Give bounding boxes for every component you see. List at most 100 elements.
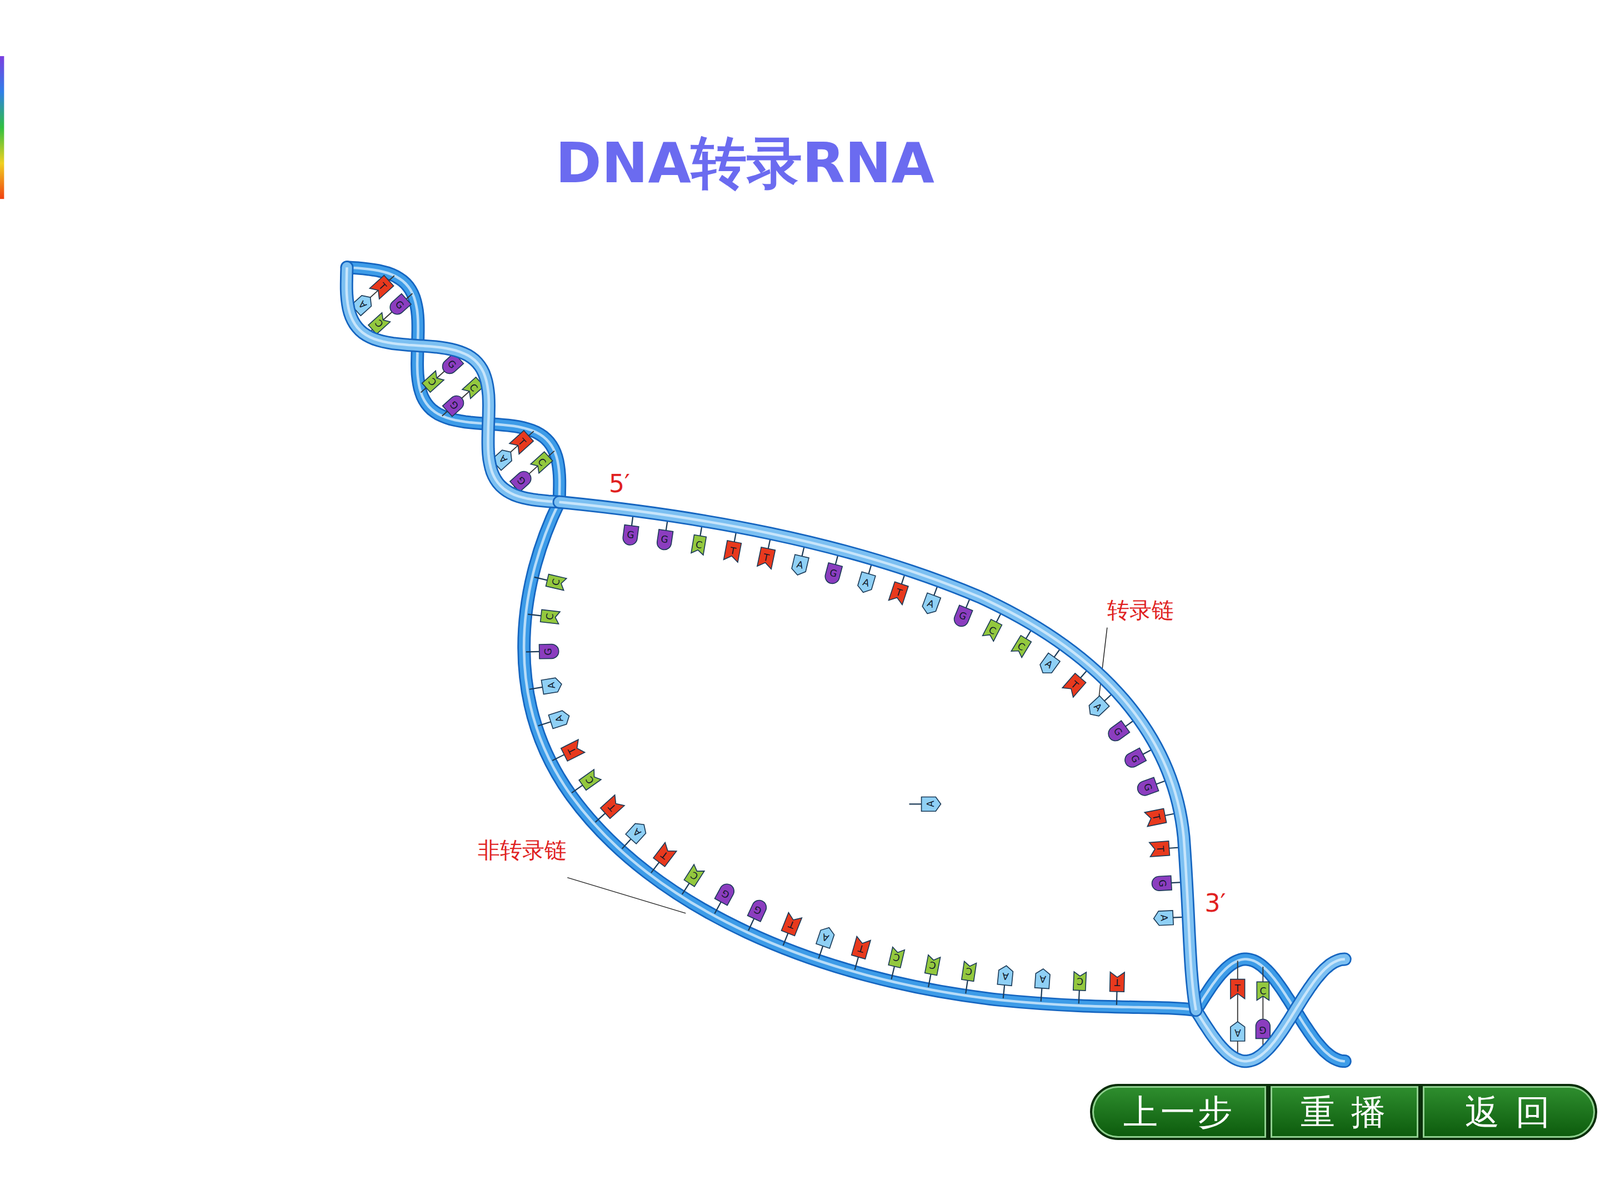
nucleotide-stem	[529, 687, 543, 690]
nucleotide	[996, 965, 1014, 999]
nucleotide-body	[1149, 841, 1170, 857]
nucleotide-body	[856, 571, 876, 595]
strand-label: 转录链	[1107, 598, 1174, 622]
nucleotide	[1230, 1021, 1245, 1042]
dna-strand	[523, 502, 1196, 1011]
dna-strand	[1196, 959, 1345, 1062]
dna-strand	[346, 267, 560, 502]
base-letter: G	[720, 887, 732, 900]
base-letter: C	[965, 966, 973, 977]
base-letter: C	[694, 539, 703, 550]
base-letter: G	[543, 647, 554, 655]
nucleotide-body	[540, 609, 560, 624]
base-letter: T	[762, 552, 771, 563]
nucleotide-stem	[527, 614, 542, 617]
base-letter: C	[427, 376, 439, 388]
base-letter: T	[787, 919, 797, 931]
nucleotide-stem	[891, 966, 894, 979]
nucleotide-stem	[526, 651, 540, 653]
strand-label: 非转录链	[477, 838, 567, 862]
nucleotide-body	[1122, 747, 1147, 770]
base-letter: C	[1259, 986, 1267, 996]
nucleotide-body	[1151, 875, 1172, 892]
nucleotide-body	[1256, 981, 1269, 1000]
nucleotide-body	[653, 842, 677, 867]
nucleotide-stem	[622, 838, 632, 849]
nucleotide-body	[541, 677, 563, 695]
dna-strand	[559, 502, 1197, 1011]
nucleotide-body	[578, 769, 602, 790]
nav-button: 上一步	[1090, 1083, 1269, 1140]
nucleotide-body	[920, 592, 941, 617]
dna-strand-outline	[346, 267, 560, 502]
nucleotide	[526, 643, 559, 659]
dna-strand-shine	[346, 267, 560, 502]
nucleotide-body	[747, 897, 769, 922]
nucleotide-body	[622, 525, 639, 547]
nucleotide	[530, 451, 553, 474]
button-text: 重 播	[1300, 1095, 1389, 1130]
nucleotide	[1109, 972, 1125, 1005]
base-letter: C	[551, 577, 562, 587]
nucleotide-body	[851, 936, 871, 960]
nucleotide-body	[656, 529, 674, 551]
nucleotide	[885, 947, 905, 981]
base-letter: A	[795, 560, 804, 571]
nucleotide-stem	[1116, 991, 1118, 1005]
base-letter: T	[516, 436, 528, 448]
nucleotide-body	[816, 925, 837, 949]
front-strands	[346, 267, 1345, 1062]
nucleotide	[548, 739, 585, 767]
base-letter: T	[728, 545, 737, 557]
nucleotide-stem	[965, 980, 968, 994]
base-letter: A	[926, 801, 936, 808]
nucleotide-body	[1037, 652, 1060, 677]
base-letter: G	[1141, 782, 1153, 793]
base-letter: G	[1112, 726, 1125, 738]
nucleotide	[645, 842, 677, 877]
nucleotide	[959, 961, 977, 995]
nucleotide-stem	[783, 933, 789, 946]
nucleotide-body	[691, 535, 707, 555]
nav-button: 返 回	[1420, 1083, 1598, 1140]
nucleotide-body	[888, 947, 905, 968]
base-letter: G	[828, 567, 838, 579]
nucleotide	[527, 608, 560, 624]
nucleotide-body	[1255, 1018, 1270, 1039]
base-pair-rung	[421, 353, 465, 393]
base-letter: A	[926, 598, 936, 610]
button-text: 上一步	[1123, 1095, 1235, 1130]
nucleotide-stem	[534, 577, 548, 580]
nucleotide-body	[422, 371, 444, 393]
base-letter: A	[546, 681, 557, 690]
nucleotide	[1230, 979, 1245, 999]
nucleotide-stem	[818, 946, 824, 959]
base-letter: A	[1234, 1027, 1242, 1037]
nucleotide-body	[1011, 635, 1032, 658]
dna-strand-shine	[559, 502, 1197, 1011]
nucleotide-stem	[909, 803, 922, 805]
nucleotide	[568, 769, 602, 798]
base-letter: G	[448, 398, 460, 411]
nucleotide-body	[442, 392, 467, 417]
nucleotide-stem	[552, 754, 564, 761]
end-label: 3′	[1205, 891, 1227, 916]
base-letter: T	[376, 281, 388, 293]
base-letter: C	[1016, 640, 1027, 653]
nucleotide-body	[625, 820, 649, 844]
dna-strand-outline	[1196, 959, 1345, 1062]
dna-strand-outline	[346, 267, 560, 502]
nucleotide-body	[997, 965, 1014, 986]
nucleotide-body	[921, 796, 942, 812]
base-letter: T	[566, 745, 578, 755]
nucleotide-body	[1144, 808, 1167, 827]
base-pair-rung	[350, 275, 395, 315]
nucleotide-body	[600, 795, 625, 819]
base-letter: C	[928, 960, 937, 971]
nucleotide-body	[925, 955, 941, 976]
base-letter: G	[1259, 1024, 1267, 1034]
base-letter: G	[1157, 879, 1168, 888]
button-text: 返 回	[1465, 1095, 1554, 1130]
nucleotide	[1072, 971, 1087, 1004]
back-strands	[346, 267, 1345, 1062]
